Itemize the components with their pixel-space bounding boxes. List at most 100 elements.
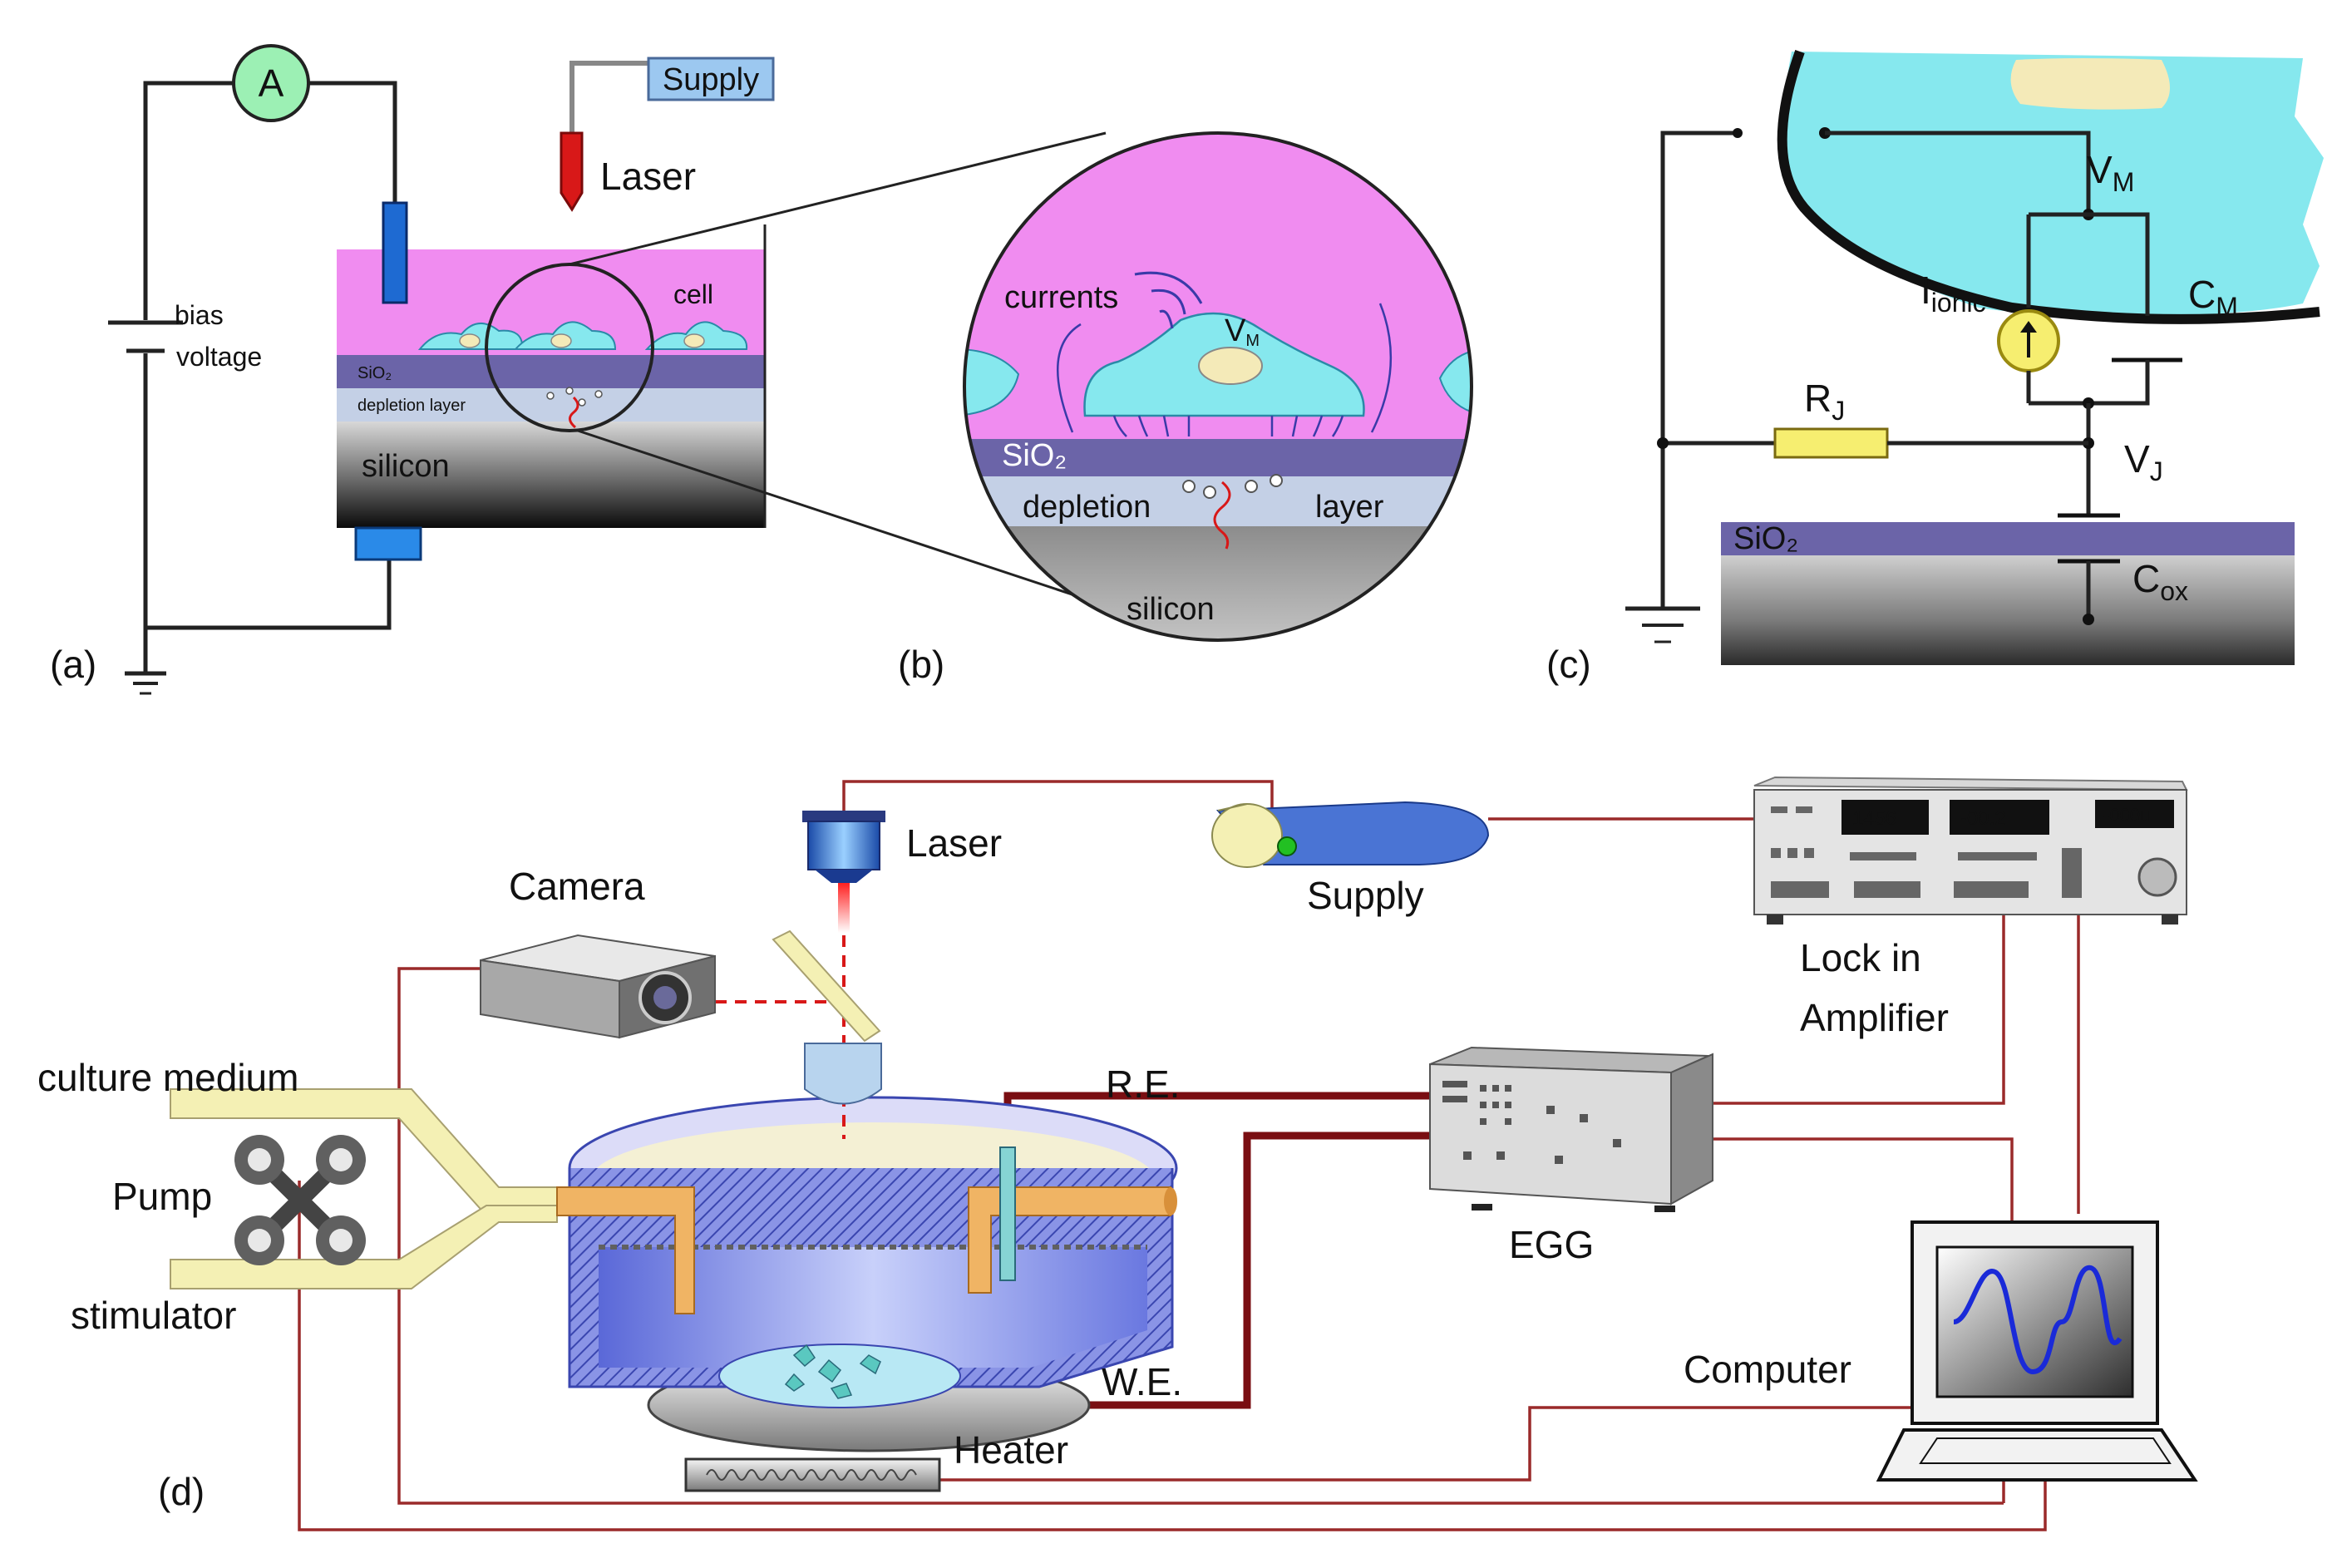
silicon-layer (337, 422, 765, 528)
egg-label: EGG (1509, 1223, 1594, 1266)
cox-label: Cox (2132, 557, 2188, 606)
laser-path-b (1213, 481, 1231, 550)
depletion-label-b: depletion (1023, 490, 1151, 525)
silicon-layer-c (1721, 555, 2295, 665)
sio2-label-b: SiO₂ (1002, 438, 1067, 473)
objective-lens (804, 1043, 882, 1105)
laser-icon (560, 131, 584, 212)
nucleus-c (2010, 58, 2170, 110)
vm-label-c: VM (2087, 148, 2134, 197)
laser-icon-d (807, 821, 880, 870)
bias-circuit-wire (143, 81, 238, 320)
laser-cap (802, 811, 885, 822)
laser-label-d: Laser (906, 821, 1002, 865)
heater-icon (684, 1457, 941, 1492)
supply-icon-d (1211, 801, 1490, 868)
lockin-display-3: -000u (2103, 805, 2150, 826)
sio2-layer-b (964, 439, 1472, 476)
cm-label: CM (2188, 273, 2238, 322)
bias-label: bias (175, 300, 224, 330)
supply-label-d: Supply (1307, 874, 1424, 917)
carrier-dots-a (546, 387, 603, 407)
reference-electrode (382, 201, 408, 304)
cells-d (784, 1344, 881, 1399)
panel-a: bias voltage A Supply Laser (50, 44, 1123, 695)
depletion-label-a: depletion layer (357, 397, 466, 415)
camera-icon (480, 934, 716, 1039)
panel-c-label: (c) (1546, 643, 1591, 686)
i-ionic-label: Iionic (1920, 269, 1986, 318)
panel-d-label: (d) (158, 1470, 205, 1513)
zoom-circle-b (963, 131, 1473, 642)
laser-beam (838, 883, 850, 933)
rj-resistor (1773, 427, 1889, 459)
panel-d: culture medium Pump stimulator H (37, 776, 2198, 1531)
current-arrows (1134, 271, 1203, 329)
lockin-amplifier-icon: 1456 -00.2 -000u (1753, 776, 2188, 925)
back-contact (354, 526, 422, 561)
culture-medium-label: culture medium (37, 1056, 298, 1099)
computer-icon (1876, 1220, 2198, 1482)
re-label: R.E. (1106, 1063, 1180, 1106)
cell-membrane (1777, 50, 2320, 324)
currents-label: currents (1004, 280, 1118, 315)
panel-b: currents VM SiO₂ depletion layer silicon… (898, 131, 1473, 686)
pump-label: Pump (112, 1175, 212, 1218)
cleft-currents (1056, 303, 1393, 437)
laser-label: Laser (600, 155, 696, 198)
culture-dish (556, 1096, 1178, 1452)
sio2-label-a: SiO₂ (357, 364, 392, 382)
medium-tubes (170, 1088, 558, 1289)
egg-instrument-icon (1429, 1046, 1713, 1212)
cell-label: cell (673, 279, 713, 309)
panel-b-label: (b) (898, 643, 944, 686)
lockin-display-2: -00.2 (1960, 807, 2006, 830)
reference-electrode-d (999, 1146, 1016, 1281)
ammeter-to-electrode-wire (304, 81, 397, 204)
zoom-line-bottom (577, 429, 1123, 613)
computer-label: Computer (1684, 1348, 1851, 1391)
we-wire (969, 1132, 1430, 1409)
ground-wire (145, 557, 392, 630)
we-label: W.E. (1102, 1360, 1182, 1403)
nucleus (1198, 347, 1263, 385)
heater-label: Heater (954, 1428, 1068, 1472)
ground-wire-c (1660, 131, 1738, 609)
laser-path-a (569, 396, 579, 429)
ammeter-icon (232, 44, 310, 122)
computer-screen (1935, 1245, 2134, 1398)
ground-icon (125, 671, 166, 695)
vj-label: VJ (2124, 437, 2163, 486)
cells (417, 321, 748, 350)
lockin-label-1: Lock in (1800, 936, 1921, 979)
vm-label-b: VM (1225, 313, 1260, 350)
sio2-layer-c (1721, 522, 2295, 555)
rj-label: RJ (1804, 377, 1845, 426)
panel-c: VM Iionic CM RJ VJ SiO₂ Cox (c) (1546, 50, 2324, 686)
cell-body-c (1783, 52, 2324, 316)
pump-icon (234, 1135, 366, 1265)
silicon-label-a: silicon (362, 449, 450, 484)
silicon-layer-b (964, 526, 1472, 640)
signal-wires (298, 780, 2080, 1531)
zoom-line-top (569, 131, 1107, 266)
waveform (1953, 1265, 2123, 1375)
lockin-label-2: Amplifier (1800, 996, 1949, 1039)
carrier-dots-b (1182, 474, 1283, 499)
sio2-layer (337, 355, 765, 388)
panel-a-label: (a) (50, 643, 96, 686)
vm-node-wire (1825, 131, 2091, 214)
supply-box (647, 57, 775, 101)
depletion-layer-b (964, 476, 1472, 526)
lockin-display-1: 1456 (1852, 807, 1896, 830)
ammeter-label: A (259, 62, 284, 105)
dichroic-mirror (772, 929, 881, 1043)
voltage-label: voltage (176, 342, 262, 372)
parallel-top-wire (2029, 212, 2150, 316)
ground-icon-c (1625, 606, 1700, 643)
layer-label-b: layer (1315, 490, 1384, 525)
stimulator-label: stimulator (71, 1294, 236, 1337)
supply-label: Supply (663, 62, 759, 97)
sio2-label-c: SiO₂ (1733, 521, 1798, 556)
